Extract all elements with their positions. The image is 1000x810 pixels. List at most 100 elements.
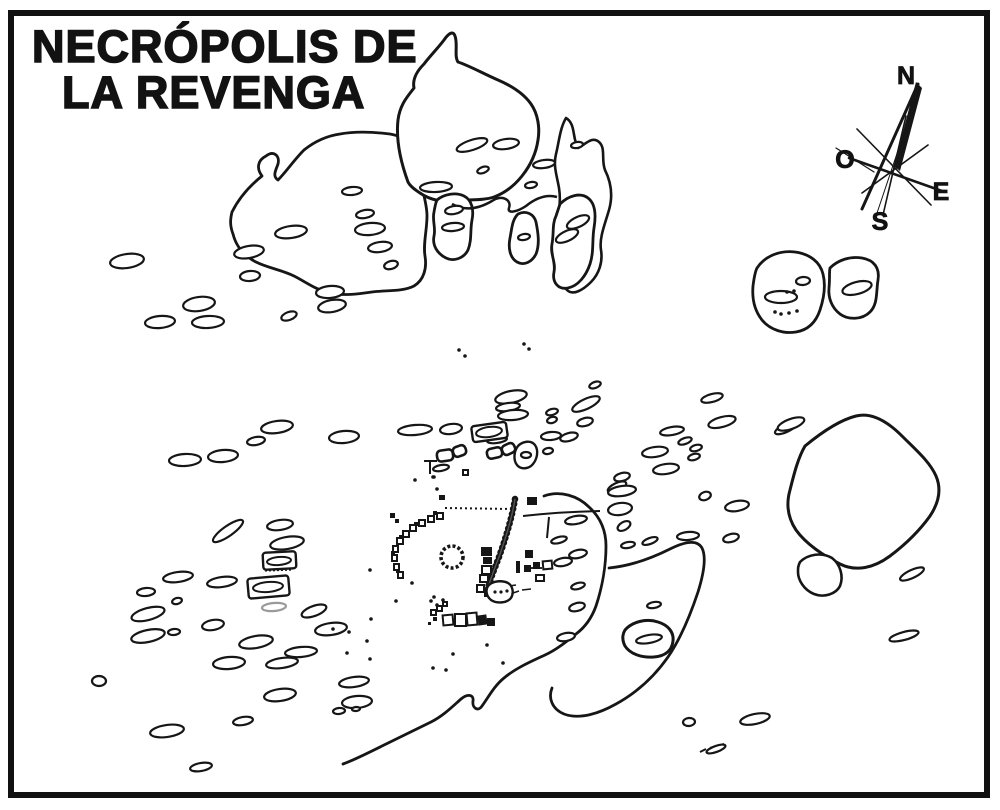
tomb xyxy=(539,430,563,442)
stone-square xyxy=(441,613,455,627)
map-line xyxy=(522,510,601,517)
tomb xyxy=(641,535,659,547)
tomb xyxy=(763,289,799,305)
stone-square-filled xyxy=(399,535,403,539)
tomb xyxy=(531,158,557,170)
tomb xyxy=(888,629,920,643)
stone-dot xyxy=(368,657,372,661)
tomb xyxy=(206,575,238,589)
map-border-frame xyxy=(8,10,990,798)
tomb xyxy=(607,484,637,498)
tomb xyxy=(233,244,265,260)
stone-square-filled xyxy=(391,551,395,555)
tomb xyxy=(135,586,157,598)
stone-dot xyxy=(522,342,526,346)
tomb xyxy=(492,137,520,151)
rock-outcrop xyxy=(229,130,429,296)
stone-square xyxy=(442,601,448,607)
tomb xyxy=(246,435,266,447)
stone-square-filled xyxy=(433,617,437,621)
stone-dot xyxy=(779,312,783,316)
tomb xyxy=(300,603,328,619)
stone-square xyxy=(392,545,399,553)
stone-dot xyxy=(527,347,531,351)
stone-dot xyxy=(431,475,435,479)
tomb xyxy=(519,450,533,460)
compass-north-spike xyxy=(894,82,922,171)
stone-dot xyxy=(441,598,445,602)
stone-dot xyxy=(410,581,414,585)
tomb xyxy=(189,761,213,773)
tomb xyxy=(576,416,594,428)
tomb xyxy=(455,137,489,153)
structure xyxy=(485,445,504,461)
stone-square-filled xyxy=(481,547,492,556)
tomb xyxy=(496,408,530,422)
map-line xyxy=(546,516,550,539)
cup-mark xyxy=(493,590,497,594)
structure xyxy=(500,441,517,457)
map-line xyxy=(264,569,294,572)
tomb xyxy=(418,180,454,194)
compass-label-north: N xyxy=(897,62,915,90)
compass-spike xyxy=(856,128,932,206)
tomb xyxy=(568,548,588,560)
cup-mark xyxy=(505,589,509,593)
tomb xyxy=(677,436,693,446)
compass-star-icon xyxy=(835,82,944,217)
stone-dot xyxy=(369,617,373,621)
tomb xyxy=(545,407,559,417)
stone-dot xyxy=(368,568,372,572)
compass-spike xyxy=(860,82,920,211)
map-title-line1: NECRÓPOLIS DE xyxy=(32,21,418,72)
tomb xyxy=(314,621,348,637)
map-title: NECRÓPOLIS DE LA REVENGA xyxy=(31,20,418,119)
tomb xyxy=(314,284,346,300)
stone-square xyxy=(418,519,426,527)
tomb xyxy=(238,634,274,650)
tomb xyxy=(432,463,450,473)
tomb xyxy=(776,416,806,432)
stone-dot xyxy=(501,661,505,665)
tomb xyxy=(266,518,294,532)
stone-square xyxy=(541,559,554,571)
stone-dot xyxy=(435,603,439,607)
stone-square-filled xyxy=(483,557,492,564)
tomb xyxy=(340,185,364,197)
tomb xyxy=(182,295,216,313)
tomb xyxy=(553,556,573,568)
stone-square xyxy=(479,574,489,583)
tomb xyxy=(739,712,771,726)
tomb xyxy=(283,645,319,659)
tomb xyxy=(559,431,579,443)
stone-square xyxy=(402,530,410,538)
stone-dot xyxy=(773,310,777,314)
tomb xyxy=(206,448,240,464)
compass-label-west: O xyxy=(835,146,854,174)
stone-square-filled xyxy=(396,569,400,573)
stone-dot xyxy=(457,348,461,352)
tomb xyxy=(698,490,712,502)
stone-square-filled xyxy=(527,497,537,505)
stone-dot xyxy=(451,652,455,656)
rock-outcrop xyxy=(341,492,608,766)
stone-square xyxy=(391,554,398,562)
tomb xyxy=(794,275,812,287)
tomb xyxy=(350,705,362,713)
tomb xyxy=(211,655,247,671)
tomb xyxy=(211,518,245,544)
tomb xyxy=(355,208,375,220)
tomb xyxy=(568,601,586,613)
tomb xyxy=(238,269,262,283)
tomb xyxy=(616,519,632,533)
map-line xyxy=(424,460,437,474)
stone-square-filled xyxy=(516,561,520,573)
compass-spike xyxy=(847,156,944,193)
stone-square-filled xyxy=(414,522,418,526)
map-title-line2: LA REVENGA xyxy=(62,67,365,118)
tomb xyxy=(516,232,532,242)
tomb xyxy=(383,259,399,271)
tomb xyxy=(550,535,568,545)
tomb xyxy=(263,687,297,703)
